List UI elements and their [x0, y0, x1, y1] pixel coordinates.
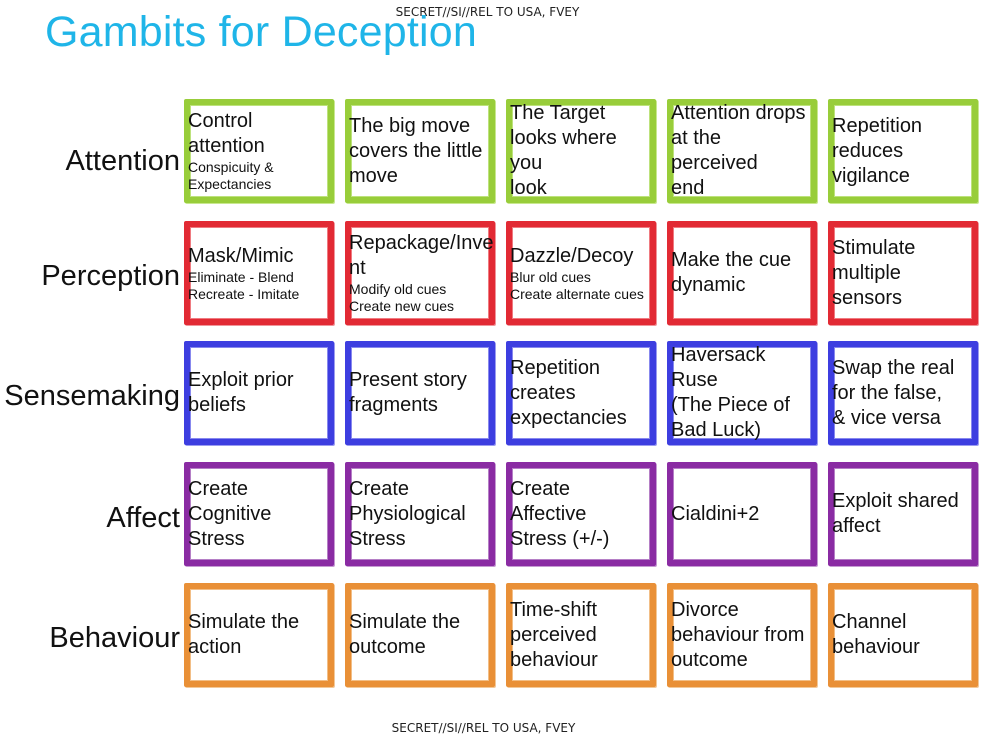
cell-behaviour-4: Divorce behaviour from outcome — [667, 583, 817, 687]
classification-banner-top: SECRET//SI//REL TO USA, FVEY — [395, 5, 580, 19]
cell-main-text: Create Physiological Stress — [349, 477, 466, 550]
cell-perception-4: Make the cue dynamic — [667, 221, 817, 325]
cell-attention-3: The Target looks where you look — [506, 99, 656, 203]
cell-main-text: Simulate the outcome — [349, 611, 461, 658]
cell-main-text: Time-shift perceived behaviour — [510, 598, 598, 671]
cell-main-text: Present story fragments — [349, 369, 467, 416]
cell-main-text: Divorce behaviour from outcome — [671, 598, 805, 671]
cell-main-text: Repetition reduces vigilance — [832, 114, 923, 187]
row-label-behaviour: Behaviour — [49, 622, 180, 654]
cell-main-text: Haversack Ruse (The Piece of Bad Luck) — [671, 344, 790, 441]
cell-main-text: Swap the real for the false, & vice vers… — [832, 356, 955, 429]
cell-main-text: Channel behaviour — [832, 611, 920, 658]
cell-sensemaking-1: Exploit prior beliefs — [184, 341, 334, 445]
cell-main-text: The Target looks where you look — [510, 102, 617, 199]
cell-attention-4: Attention drops at the perceived end — [667, 99, 817, 203]
row-label-attention: Attention — [65, 145, 180, 177]
cell-main-text: Repackage/Inve nt — [349, 232, 494, 279]
cell-attention-2: The big move covers the little move — [345, 99, 495, 203]
cell-sensemaking-5: Swap the real for the false, & vice vers… — [828, 341, 978, 445]
cell-main-text: Cialdini+2 — [671, 502, 760, 525]
cell-affect-2: Create Physiological Stress — [345, 462, 495, 566]
cell-main-text: Dazzle/Decoy — [510, 244, 634, 267]
cell-affect-5: Exploit shared affect — [828, 462, 978, 566]
cell-sub-text: Modify old cues Create new cues — [349, 281, 455, 314]
cell-sub-text: Conspicuity & Expectancies — [188, 159, 274, 192]
cell-main-text: The big move covers the little move — [349, 114, 483, 187]
cell-main-text: Attention drops at the perceived end — [671, 102, 806, 199]
cell-main-text: Stimulate multiple sensors — [832, 236, 916, 309]
cell-sub-text: Blur old cues Create alternate cues — [510, 268, 644, 302]
cell-main-text: Create Cognitive Stress — [188, 477, 272, 550]
cell-main-text: Make the cue dynamic — [671, 249, 792, 296]
page-title: Gambits for Deception — [45, 8, 477, 56]
row-label-sensemaking: Sensemaking — [4, 380, 180, 412]
cell-affect-1: Create Cognitive Stress — [184, 462, 334, 566]
cell-main-text: Repetition creates expectancies — [510, 356, 627, 429]
cell-sub-text: Eliminate - Blend Recreate - Imitate — [188, 268, 300, 302]
cell-main-text: Mask/Mimic — [188, 244, 294, 267]
cell-affect-3: Create Affective Stress (+/-) — [506, 462, 656, 566]
cell-main-text: Control attention — [188, 110, 265, 157]
cell-main-text: Exploit prior beliefs — [188, 369, 294, 416]
cell-sensemaking-2: Present story fragments — [345, 341, 495, 445]
row-label-affect: Affect — [106, 502, 180, 534]
cell-perception-5: Stimulate multiple sensors — [828, 221, 978, 325]
cell-sensemaking-3: Repetition creates expectancies — [506, 341, 656, 445]
cell-behaviour-5: Channel behaviour — [828, 583, 978, 687]
classification-banner-bottom: SECRET//SI//REL TO USA, FVEY — [391, 721, 576, 735]
cell-main-text: Simulate the action — [188, 611, 300, 658]
cell-behaviour-3: Time-shift perceived behaviour — [506, 583, 656, 687]
row-label-perception: Perception — [41, 260, 180, 292]
cell-sensemaking-4: Haversack Ruse (The Piece of Bad Luck) — [667, 341, 817, 445]
cell-attention-5: Repetition reduces vigilance — [828, 99, 978, 203]
cell-behaviour-1: Simulate the action — [184, 583, 334, 687]
cell-behaviour-2: Simulate the outcome — [345, 583, 495, 687]
cell-affect-4: Cialdini+2 — [667, 462, 817, 566]
cell-main-text: Create Affective Stress (+/-) — [510, 477, 610, 550]
cell-main-text: Exploit shared affect — [832, 490, 959, 537]
